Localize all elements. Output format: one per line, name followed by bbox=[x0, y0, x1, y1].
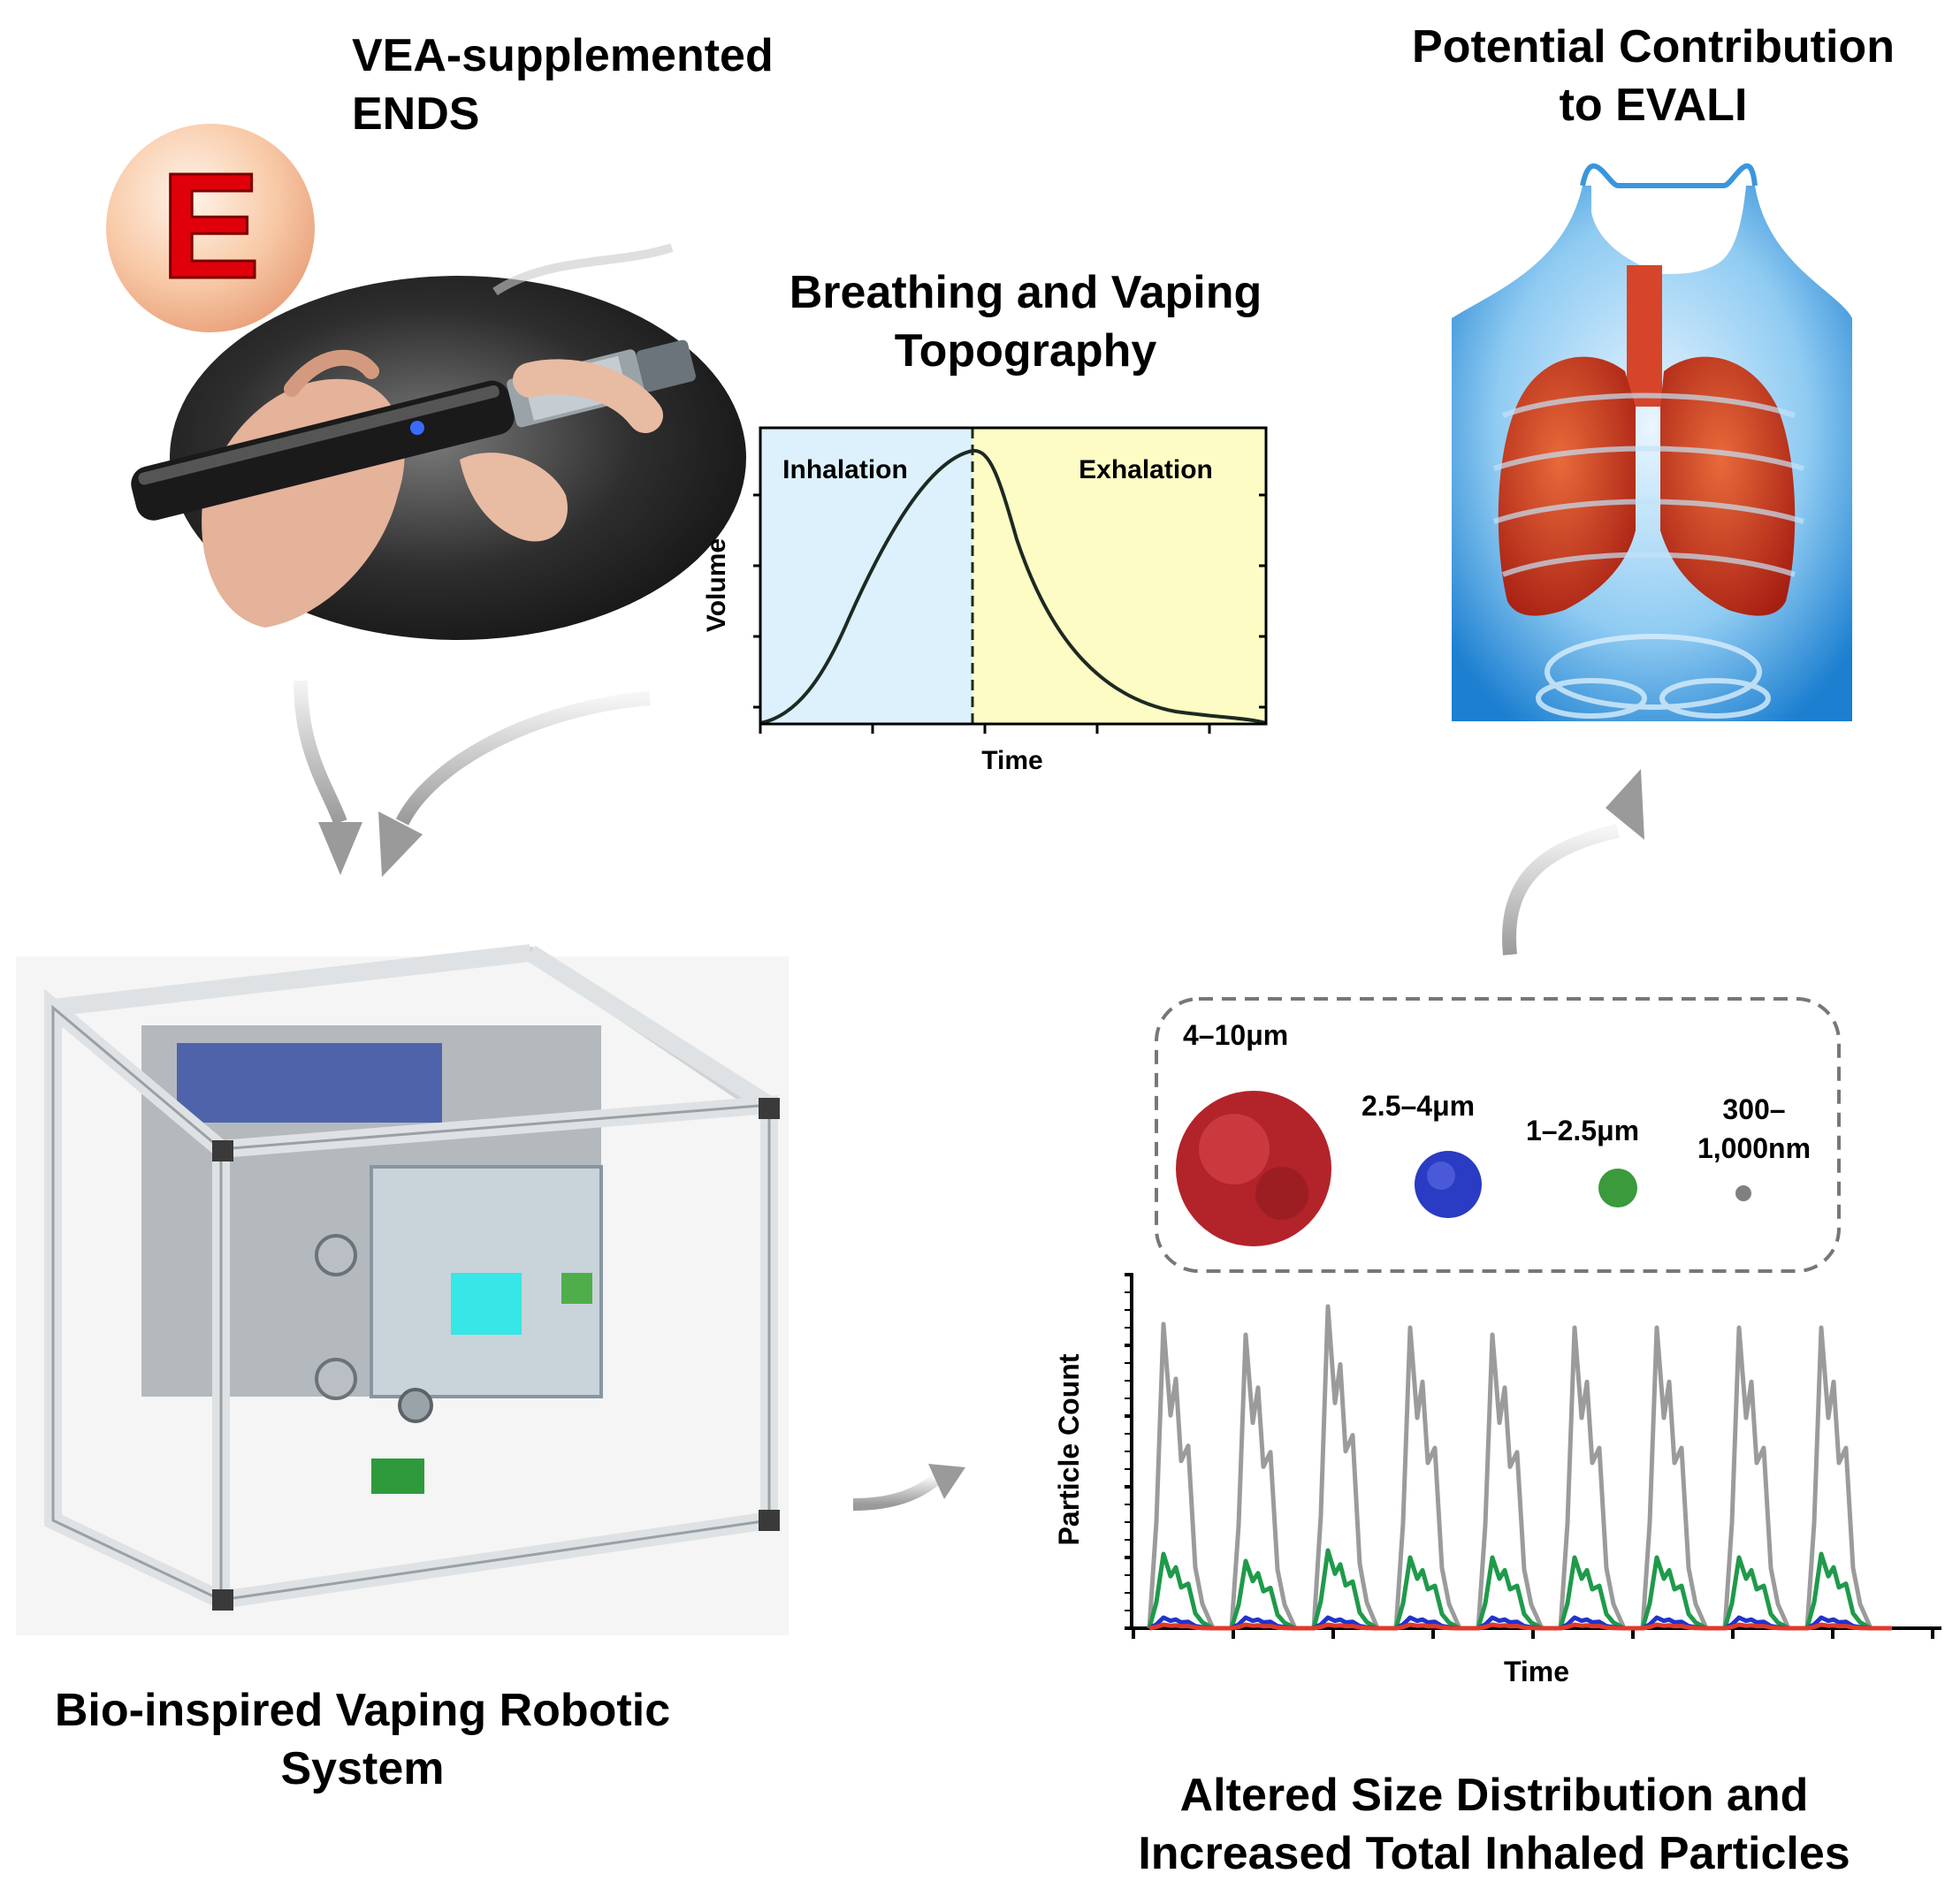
lungs-illustration bbox=[1452, 163, 1852, 721]
particle-ylabel: Particle Count bbox=[1053, 1353, 1085, 1545]
topography-ylabel: Volume bbox=[702, 538, 731, 632]
ecig-photo bbox=[131, 243, 746, 640]
inset-frame bbox=[1155, 997, 1841, 1273]
size-label-4-10um: 4–10μm bbox=[1183, 1019, 1288, 1051]
particle-series-line-2 bbox=[1148, 1615, 1892, 1631]
particle-series-line-1 bbox=[1147, 1548, 1892, 1631]
topography-y-ticks bbox=[753, 493, 1266, 709]
topography-title: Breathing and Vaping Topography bbox=[789, 267, 1262, 377]
breath-curve bbox=[759, 448, 1267, 725]
e-badge: E bbox=[106, 124, 315, 332]
particle-count-chart: Time Particle Count bbox=[1053, 1273, 1941, 1687]
arrow-ecig-to-robot bbox=[294, 680, 362, 875]
arrow-robot-to-chart bbox=[852, 1464, 965, 1511]
evali-title: Potential Contribution to EVALI bbox=[1412, 21, 1895, 131]
particle-series bbox=[1147, 1304, 1892, 1631]
size-label-300nm: 300– bbox=[1722, 1093, 1785, 1125]
arrow-chart-to-lungs bbox=[1502, 769, 1644, 956]
size-label-1-2-5um: 1–2.5μm bbox=[1526, 1115, 1639, 1146]
robot-title: Bio-inspired Vaping Robotic System bbox=[54, 1685, 671, 1794]
exhalation-region bbox=[972, 428, 1266, 724]
robot-render bbox=[16, 944, 789, 1635]
topography-chart: Inhalation Exhalation Time Volume bbox=[702, 426, 1268, 775]
exhalation-label: Exhalation bbox=[1079, 455, 1213, 484]
topography-frame bbox=[759, 426, 1268, 726]
badge-letter: E bbox=[160, 142, 260, 310]
particle-300-1000nm bbox=[1735, 1185, 1751, 1201]
particle-series-line-3 bbox=[1148, 1622, 1892, 1631]
topography-xlabel: Time bbox=[981, 746, 1042, 775]
distribution-title: Altered Size Distribution and Increased … bbox=[1138, 1770, 1850, 1879]
size-label-1000nm: 1,000nm bbox=[1697, 1132, 1811, 1164]
inhalation-region bbox=[760, 428, 972, 724]
arrow-topography-to-robot bbox=[378, 691, 651, 877]
particle-1-2-5um bbox=[1598, 1169, 1637, 1207]
particle-size-inset: 4–10μm 2.5–4μm 1–2.5μm 300– 1,000nm bbox=[1155, 997, 1841, 1273]
size-label-2-5-4um: 2.5–4μm bbox=[1362, 1090, 1475, 1122]
particle-series-line-0 bbox=[1147, 1304, 1892, 1631]
particle-xlabel: Time bbox=[1504, 1656, 1569, 1687]
particle-y-ticks bbox=[1125, 1273, 1132, 1630]
topography-x-ticks bbox=[759, 724, 1211, 734]
inhalation-label: Inhalation bbox=[782, 455, 908, 484]
ends-title: VEA-supplemented ENDS bbox=[352, 30, 774, 140]
